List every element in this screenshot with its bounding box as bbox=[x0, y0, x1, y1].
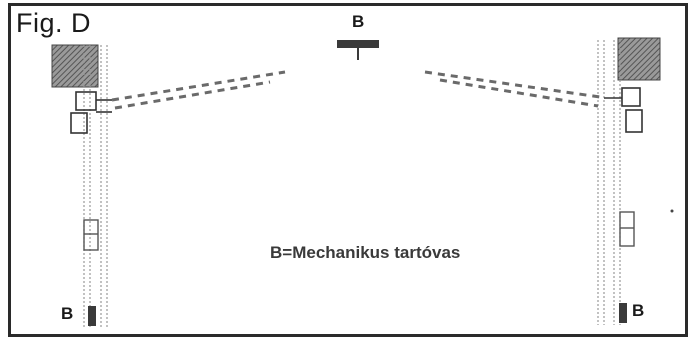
top-support-bar bbox=[337, 40, 379, 60]
caption: B=Mechanikus tartóvas bbox=[270, 243, 461, 262]
left-base-block bbox=[88, 306, 96, 326]
left-post bbox=[83, 45, 108, 328]
right-carriage bbox=[604, 87, 643, 133]
figure-frame bbox=[8, 3, 688, 337]
right-lower-bracket bbox=[619, 211, 635, 247]
right-column bbox=[597, 37, 661, 325]
right-dashed-arm bbox=[424, 70, 601, 108]
left-dashed-arm bbox=[111, 70, 286, 110]
right-motor-block bbox=[617, 37, 661, 81]
right-post bbox=[597, 40, 621, 325]
left-carriage bbox=[70, 91, 112, 134]
right-base-block bbox=[619, 303, 627, 323]
left-base-label: B bbox=[61, 304, 74, 323]
top-b-label: B bbox=[352, 12, 365, 31]
left-column bbox=[51, 44, 112, 328]
scan-speck bbox=[670, 209, 674, 213]
right-base-label: B bbox=[632, 301, 645, 320]
figure-title: Fig. D bbox=[16, 8, 92, 38]
left-motor-block bbox=[51, 44, 99, 88]
left-lower-bracket bbox=[83, 219, 99, 251]
